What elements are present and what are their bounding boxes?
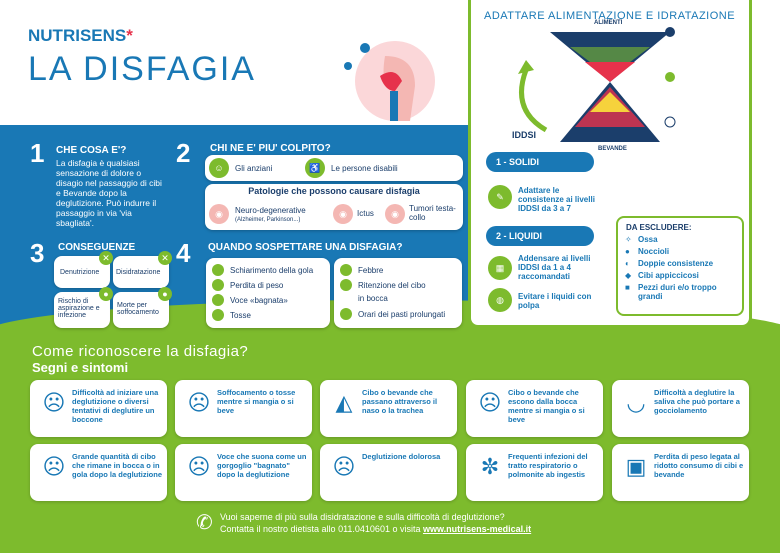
- pathology-tumor: Tumori testa-collo: [409, 204, 456, 222]
- pain-icon: ☹: [332, 454, 356, 479]
- exclude-card: DA ESCLUDERE: Ossa Noccioli Doppie consi…: [616, 216, 744, 316]
- mouth-spill-icon: ☹: [478, 390, 502, 415]
- iddsi-logo: IDDSI: [512, 130, 537, 140]
- section-1-title: CHE COSA E'?: [56, 145, 127, 156]
- who-card: ☺ Gli anziani ♿ Le persone disabili: [205, 155, 463, 181]
- voice-icon: [212, 294, 224, 306]
- section-1-number: 1: [30, 138, 45, 168]
- adapt-title: ADATTARE ALIMENTAZIONE E IDRATAZIONE: [484, 10, 736, 22]
- elderly-icon: ☺: [209, 158, 229, 178]
- iddsi-pyramid-icon: [550, 27, 676, 142]
- head-illustration-icon: [344, 41, 435, 121]
- liquid-text-1: Addensare ai livelli IDDSI da 1 a 4 racc…: [518, 254, 591, 281]
- drool-icon: ◡: [626, 390, 646, 415]
- liquid-pill: 2 - LIQUIDI: [486, 226, 594, 246]
- pathology-title: Patologie che possono causare disfagia: [248, 186, 420, 196]
- symptom-card: ☹Cibo o bevande che escono dalla bocca m…: [466, 380, 603, 437]
- recognize-title: Come riconoscere la disfagia?: [32, 343, 249, 360]
- lungs-icon: ✼: [480, 454, 500, 479]
- cough-icon: [212, 309, 224, 321]
- thickener-icon: ▦: [488, 256, 512, 280]
- website-link[interactable]: www.nutrisens-medical.it: [422, 524, 532, 534]
- pathology-neuro: Neuro-degenerative: [235, 206, 306, 215]
- green-band: [0, 325, 780, 553]
- phone-icon: ✆: [196, 512, 213, 534]
- food-retention-icon: [340, 279, 352, 291]
- solid-text: Adattare le consistenze ai livelli IDDSI…: [518, 186, 595, 213]
- section-2-title: CHI NE E' PIU' COLPITO?: [210, 143, 331, 154]
- pit-icon: ●: [625, 247, 630, 256]
- who-elderly: Gli anziani: [235, 164, 273, 173]
- symptom-card: ▣Perdita di peso legata al ridotto consu…: [612, 444, 749, 501]
- pulp-icon: ◍: [488, 288, 512, 312]
- scale-icon: ▣: [625, 454, 647, 479]
- pathology-card: Patologie che possono causare disfagia ◉…: [205, 184, 463, 230]
- symptom-card: ☹Difficoltà ad iniziare una deglutizione…: [30, 380, 167, 437]
- lungs-icon: ●: [99, 287, 113, 301]
- mixed-icon: ◐: [625, 259, 630, 268]
- solid-pill: 1 - SOLIDI: [486, 152, 594, 172]
- food-icon: ✕: [99, 251, 113, 265]
- symptom-card: ◭Cibo o bevande che passano attraverso i…: [320, 380, 457, 437]
- section-1-text: La disfagia è qualsiasi sensazione di do…: [56, 158, 162, 228]
- fever-icon: [340, 264, 352, 276]
- choking-icon: ●: [158, 287, 172, 301]
- footer: Vuoi saperne di più sulla disidratazione…: [220, 511, 531, 535]
- brain-icon: ◉: [209, 204, 229, 224]
- consequence-card: Rischio di aspirazione e infezione: [54, 292, 110, 328]
- sticky-icon: ◆: [625, 271, 632, 280]
- pathology-ictus: Ictus: [357, 209, 374, 218]
- pyramid-bottom-label: BEVANDE: [598, 146, 627, 152]
- symptom-card: ☹Soffocamento o tosse mentre si mangia o…: [175, 380, 312, 437]
- footer-line-2: Contatta il nostro dietista allo 011.041…: [220, 524, 423, 534]
- section-3-title: CONSEGUENZE: [58, 242, 136, 253]
- throat-food-icon: ☹: [42, 454, 66, 479]
- stroke-icon: ◉: [333, 204, 353, 224]
- suspect-card-left: Schiarimento della gola Perdita di peso …: [206, 258, 330, 328]
- bone-icon: ✧: [625, 235, 632, 244]
- section-3-number: 3: [30, 238, 45, 268]
- symptom-card: ☹Deglutizione dolorosa: [320, 444, 457, 501]
- pathology-neuro-sub: (Alzheimer, Parkinson...): [235, 217, 301, 223]
- section-4-title: QUANDO SOSPETTARE UNA DISFAGIA?: [208, 242, 403, 253]
- throat-icon: [212, 264, 224, 276]
- wheelchair-icon: ♿: [305, 158, 325, 178]
- symptom-card: ☹Voce che suona come un gorgoglio "bagna…: [175, 444, 312, 501]
- liquid-text-2: Evitare i liquidi con polpa: [518, 292, 592, 310]
- water-icon: ✕: [158, 251, 172, 265]
- clock-icon: [340, 308, 352, 320]
- symptom-card: ✼Frequenti infezioni del tratto respirat…: [466, 444, 603, 501]
- symptom-card: ☹Grande quantità di cibo che rimane in b…: [30, 444, 167, 501]
- hard-piece-icon: ■: [625, 283, 630, 292]
- gurgle-icon: ☹: [187, 454, 211, 479]
- who-disabled: Le persone disabili: [331, 164, 398, 173]
- tumor-icon: ◉: [385, 204, 405, 224]
- cough-face-icon: ☹: [187, 390, 211, 415]
- pyramid-top-label: ALIMENTI: [594, 20, 623, 26]
- brand-logo: NUTRISENS*: [28, 26, 133, 45]
- symptom-card: ◡Difficoltà a deglutire la saliva che pu…: [612, 380, 749, 437]
- scale-icon: [212, 279, 224, 291]
- suspect-card-right: Febbre Ritenzione del cibo in bocca Orar…: [334, 258, 462, 328]
- section-4-number: 4: [176, 238, 191, 268]
- page-title: LA DISFAGIA: [28, 50, 256, 88]
- arrow-icon: [518, 60, 548, 133]
- solid-food-icon: ✎: [488, 185, 512, 209]
- recognize-subtitle: Segni e sintomi: [32, 360, 129, 375]
- footer-line-1: Vuoi saperne di più sulla disidratazione…: [220, 512, 505, 522]
- face-icon: ☹: [42, 390, 66, 415]
- section-2-number: 2: [176, 138, 191, 168]
- nose-icon: ◭: [335, 390, 353, 415]
